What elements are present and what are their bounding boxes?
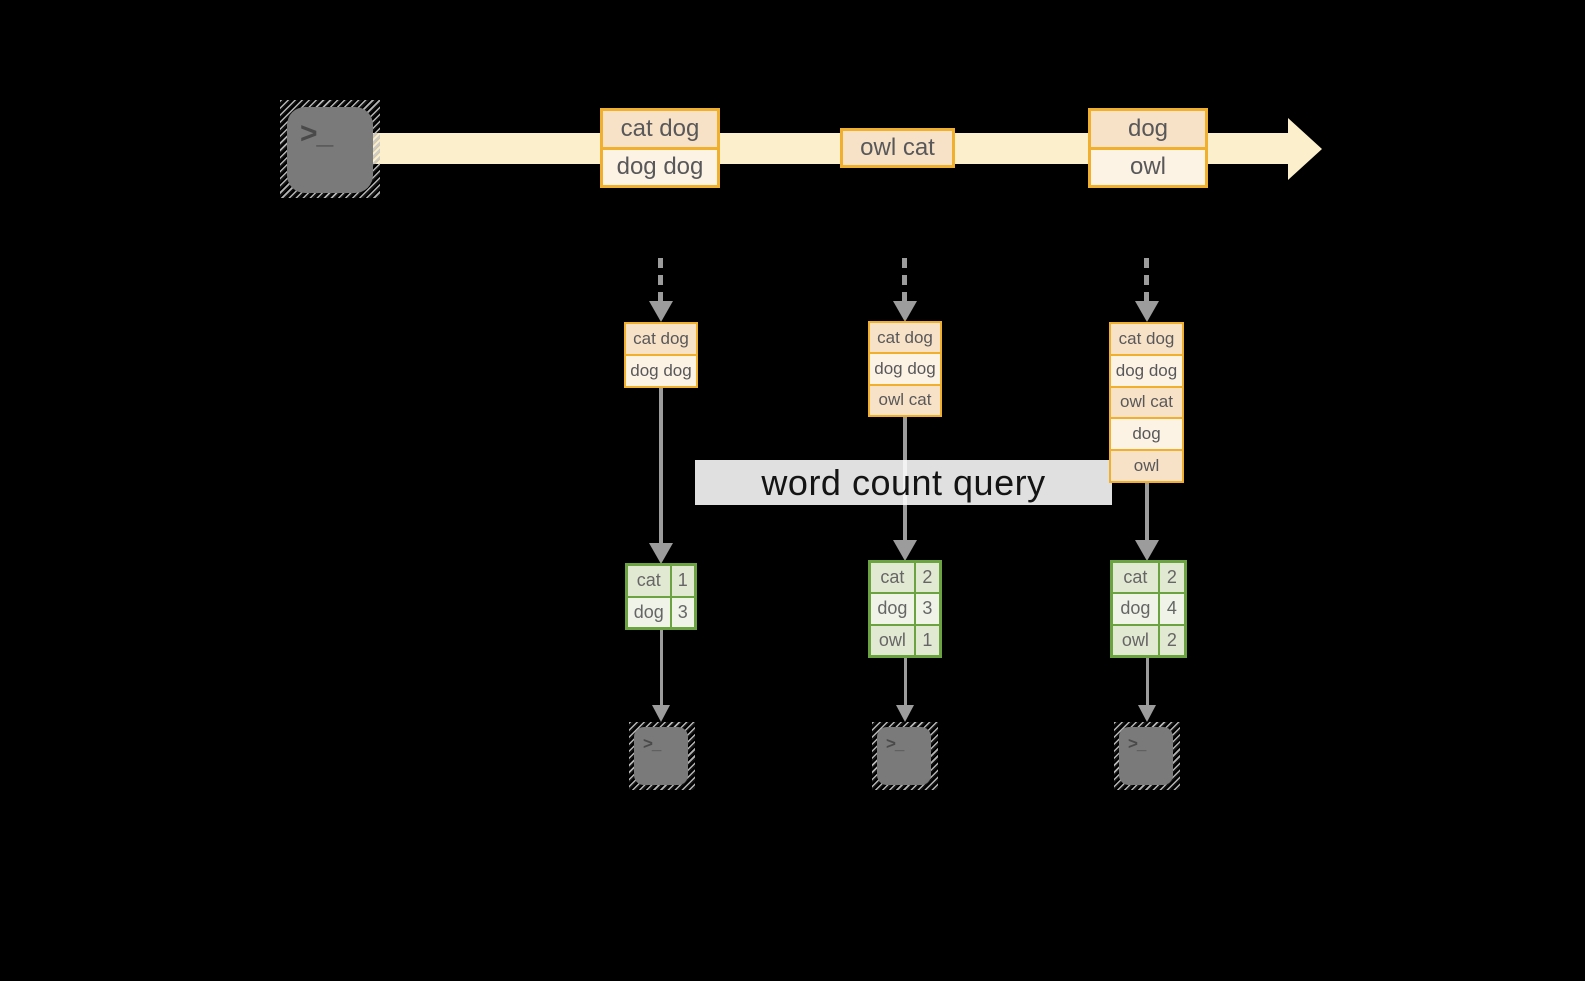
table-row: cat 1 [628,566,694,596]
event-row: dog [1091,111,1205,147]
terminal-prompt: >_ [300,117,333,150]
word-count-table-3: cat 2 dog 4 owl 2 [1110,560,1187,658]
word-count-table-2: cat 2 dog 3 owl 1 [868,560,942,658]
query-arrowhead-icon [893,540,917,561]
count-cell: 2 [1159,563,1184,593]
table-row: dog 4 [1113,592,1184,624]
word-cell: owl [1113,625,1160,655]
event-row: owl [1091,146,1205,185]
count-cell: 2 [915,563,939,593]
terminal-screen: >_ [1119,727,1173,785]
buffer-row: owl cat [870,383,940,415]
buffer-row: cat dog [626,324,696,354]
buffer-row: owl [1111,449,1182,481]
output-arrow-line [660,630,663,706]
buffer-row: owl cat [1111,385,1182,418]
event-row: owl cat [843,131,952,165]
count-cell: 3 [915,594,939,624]
stream-event-box-1: cat dog dog dog [600,108,720,188]
table-row: owl 2 [1113,623,1184,655]
event-row: cat dog [603,111,717,147]
ingest-arrowhead-icon [1135,301,1159,322]
count-cell: 3 [671,597,694,627]
count-cell: 1 [671,566,694,596]
output-arrowhead-icon [652,705,670,722]
buffered-events-box-3: cat dog dog dog owl cat dog owl [1109,322,1184,483]
output-arrowhead-icon [896,705,914,722]
stream-arrowhead-icon [1288,118,1322,180]
buffered-events-box-1: cat dog dog dog [624,322,698,388]
query-arrow-line [659,387,663,545]
terminal-screen: >_ [287,107,373,193]
table-row: owl 1 [871,623,939,655]
word-cell: owl [871,625,916,655]
query-arrowhead-icon [1135,540,1159,561]
buffered-events-box-2: cat dog dog dog owl cat [868,321,942,417]
table-row: dog 3 [628,595,694,627]
terminal-screen: >_ [877,727,931,785]
ingest-arrowhead-icon [649,301,673,322]
query-label-banner: word count query [695,460,1112,505]
word-cell: dog [1113,594,1160,624]
count-cell: 4 [1159,594,1184,624]
word-count-table-1: cat 1 dog 3 [625,563,697,630]
ingest-arrow-line [1144,258,1149,302]
buffer-row: dog dog [626,354,696,386]
word-cell: cat [1113,563,1160,593]
output-arrow-line [1146,658,1149,706]
ingest-arrowhead-icon [893,301,917,322]
terminal-screen: >_ [634,727,688,785]
output-arrowhead-icon [1138,705,1156,722]
table-row: cat 2 [1113,563,1184,593]
table-row: cat 2 [871,563,939,593]
source-terminal-icon: >_ [280,100,380,198]
terminal-prompt: >_ [886,734,904,753]
buffer-row: cat dog [1111,324,1182,354]
query-arrowhead-icon [649,543,673,564]
terminal-prompt: >_ [1128,734,1146,753]
event-row: dog dog [603,146,717,185]
stream-event-box-2: owl cat [840,128,955,168]
sink-terminal-icon: >_ [872,722,938,790]
buffer-row: dog dog [870,352,940,384]
stream-event-box-3: dog owl [1088,108,1208,188]
query-label: word count query [761,461,1046,503]
word-cell: dog [628,597,672,627]
word-cell: dog [871,594,916,624]
ingest-arrow-line [658,258,663,302]
sink-terminal-icon: >_ [629,722,695,790]
query-arrow-line [1145,483,1149,543]
buffer-row: dog dog [1111,353,1182,386]
ingest-arrow-line [902,258,907,302]
count-cell: 1 [915,625,939,655]
table-row: dog 3 [871,592,939,624]
buffer-row: cat dog [870,323,940,353]
output-arrow-line [904,658,907,706]
sink-terminal-icon: >_ [1114,722,1180,790]
count-cell: 2 [1159,625,1184,655]
buffer-row: dog [1111,417,1182,450]
terminal-prompt: >_ [643,734,661,753]
word-cell: cat [871,563,916,593]
word-cell: cat [628,566,672,596]
